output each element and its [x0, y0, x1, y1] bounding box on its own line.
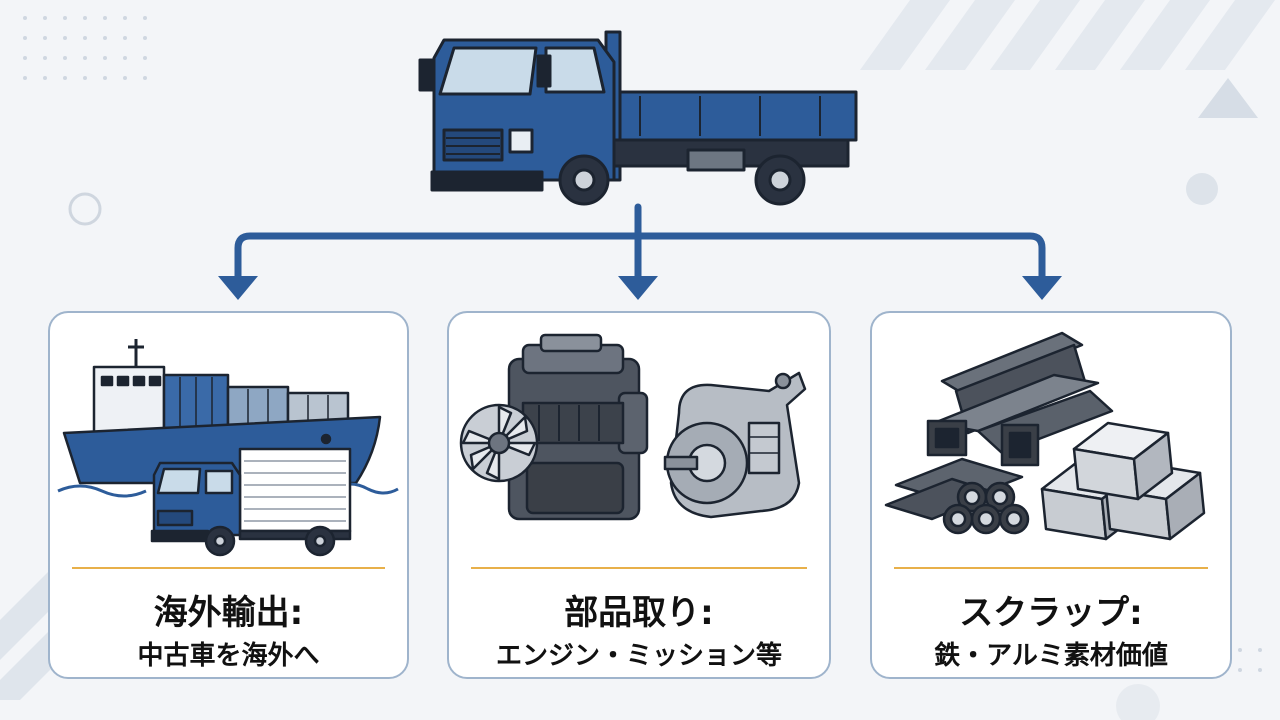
steel-and-aluminum-ingot-icon [884, 331, 1206, 541]
dot-decoration [1186, 173, 1218, 205]
bottom-dot-decoration [1116, 684, 1160, 720]
arrow-center-icon [618, 276, 658, 300]
ring-decoration [68, 192, 102, 226]
card-title: 部品取り: [564, 593, 714, 633]
triangle-decoration [1198, 78, 1258, 118]
card-subtitle: エンジン・ミッション等 [495, 641, 782, 671]
card-divider [72, 567, 385, 569]
cargo-ship-and-truck-icon [57, 339, 399, 557]
card-divider [471, 567, 807, 569]
arrow-left-icon [218, 276, 258, 300]
card-subtitle: 中古車を海外へ [137, 641, 320, 671]
scrap-card: スクラップ: 鉄・アルミ素材価値 [870, 311, 1232, 679]
horizontal-branch-line [234, 232, 1046, 282]
card-divider [894, 567, 1208, 569]
card-title: 海外輸出: [153, 593, 304, 633]
card-subtitle: 鉄・アルミ素材価値 [934, 641, 1168, 671]
flatbed-truck-icon [418, 30, 858, 206]
parts-card: 部品取り: エンジン・ミッション等 [447, 311, 831, 679]
diagonal-stripe-decoration [860, 0, 1275, 70]
card-title: スクラップ: [959, 593, 1143, 633]
export-card: 海外輸出: 中古車を海外へ [48, 311, 409, 679]
arrow-right-icon [1022, 276, 1062, 300]
engine-and-transmission-icon [459, 333, 807, 521]
corner-stripe-decoration [0, 570, 60, 700]
